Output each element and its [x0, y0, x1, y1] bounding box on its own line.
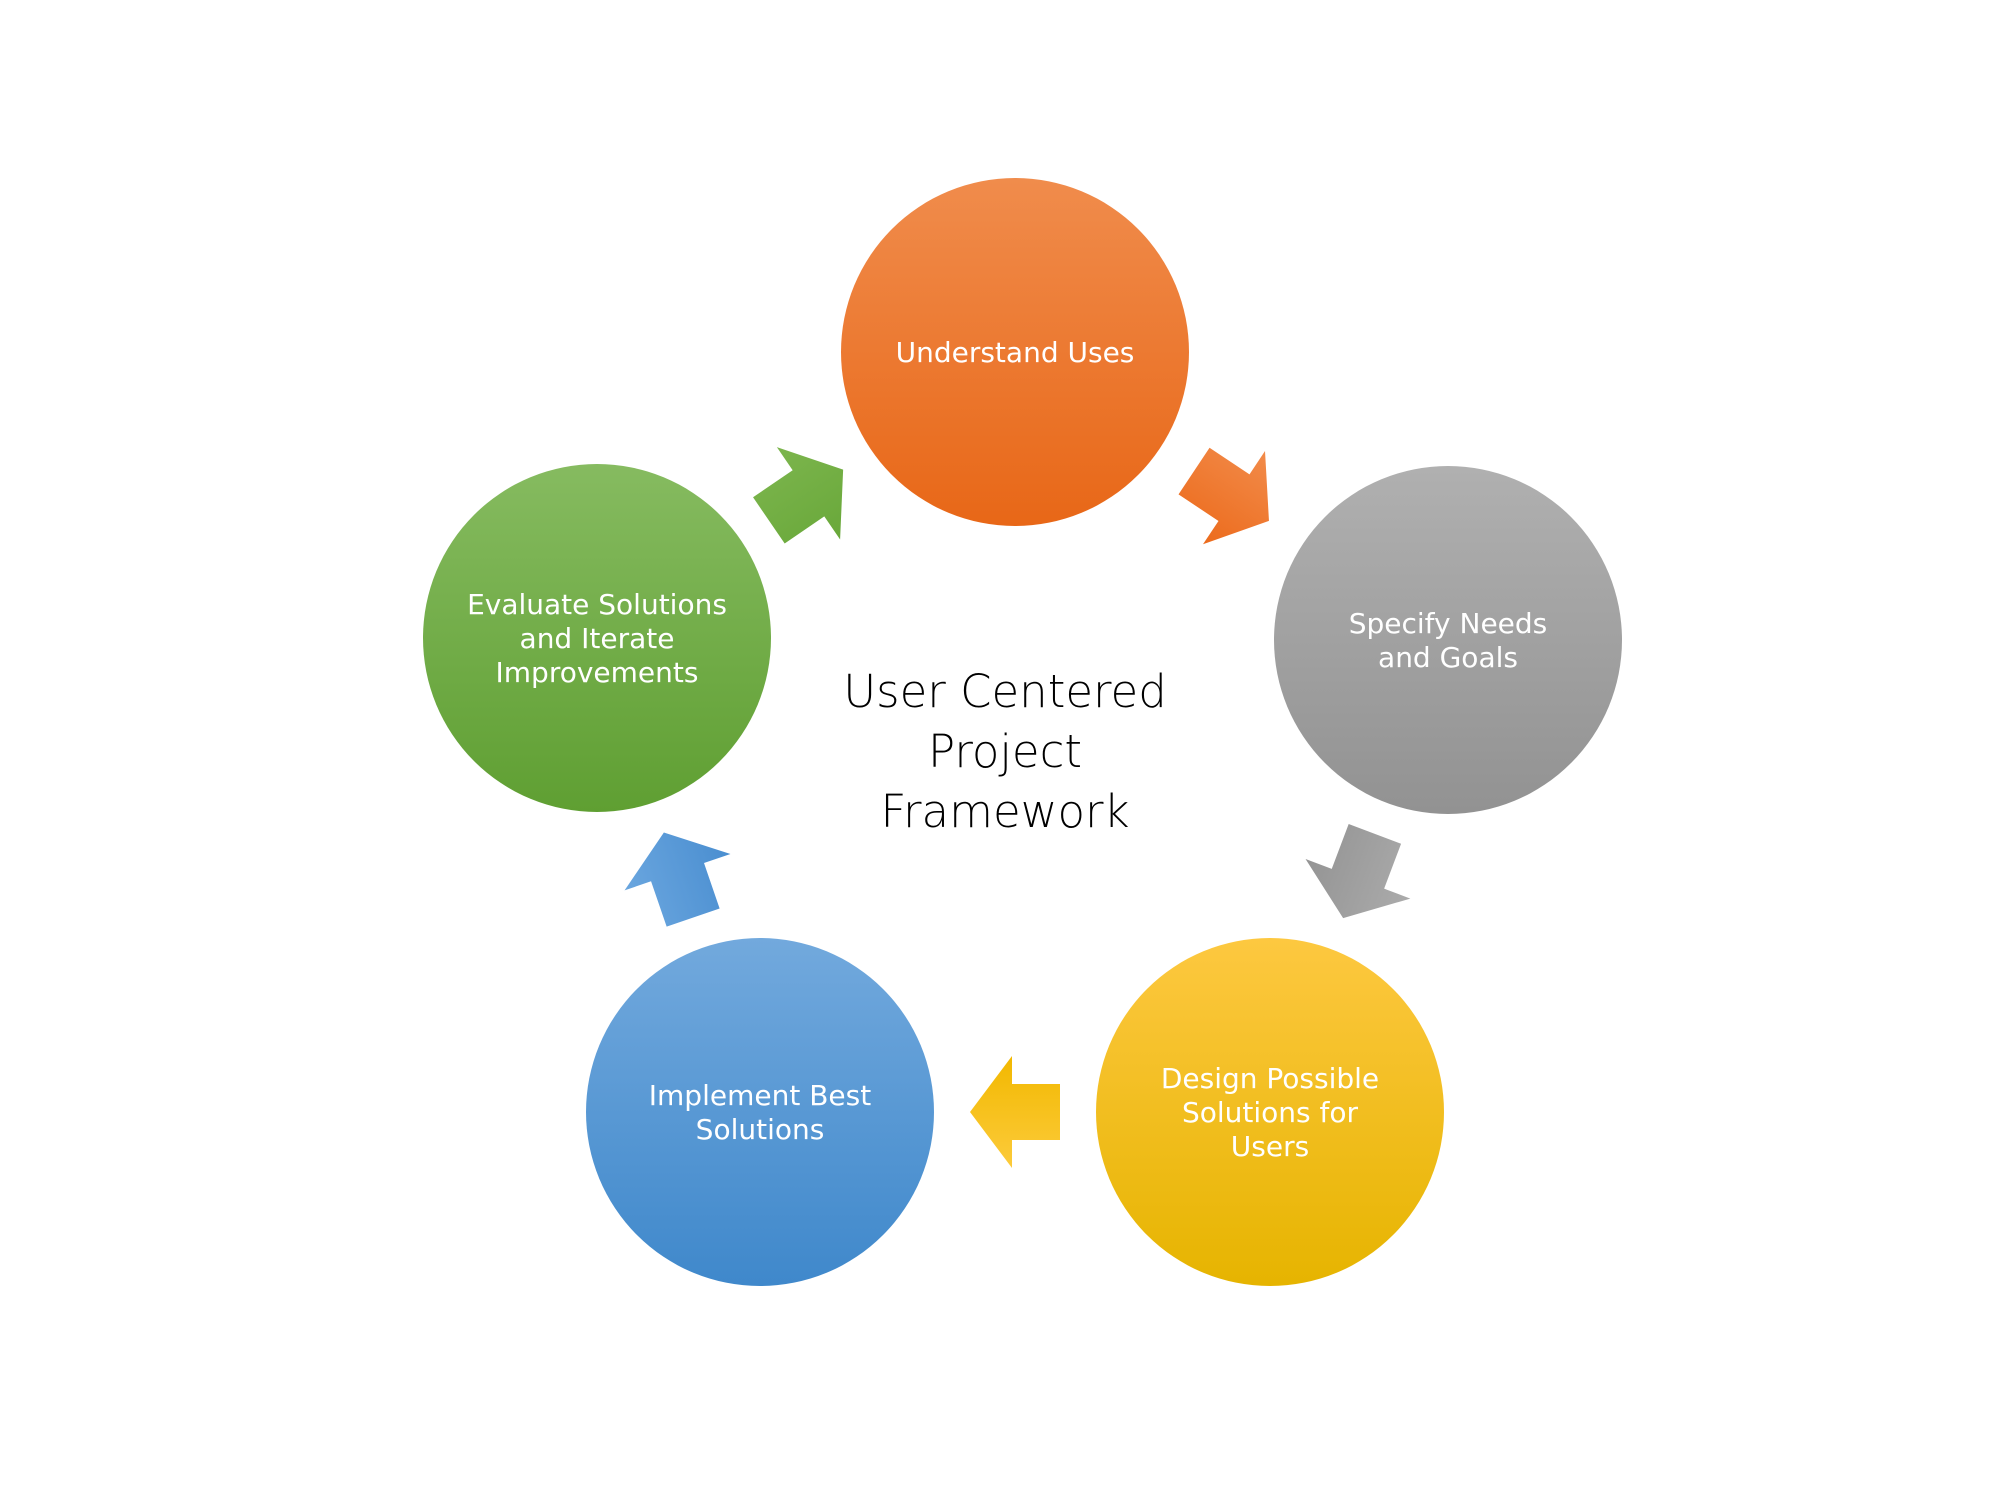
step-label: Solutions for — [1182, 1096, 1359, 1129]
flow-arrow-evaluate-to-understand — [753, 447, 844, 544]
step-label: and Goals — [1378, 641, 1518, 674]
title-line: Framework — [880, 785, 1130, 838]
flow-arrow-specify-to-design — [1305, 824, 1411, 919]
title-line: Project — [928, 725, 1082, 778]
step-label: Users — [1231, 1130, 1309, 1163]
step-label: Design Possible — [1161, 1062, 1379, 1095]
flow-arrow-implement-to-evaluate — [624, 832, 731, 927]
title-line: User Centered — [843, 665, 1167, 718]
step-label: Understand Uses — [896, 336, 1135, 369]
step-label: and Iterate — [520, 622, 675, 655]
step-circle — [586, 938, 934, 1286]
step-node-understand: Understand Uses — [841, 178, 1189, 526]
step-label: Evaluate Solutions — [467, 588, 727, 621]
step-label: Solutions — [696, 1113, 825, 1146]
step-label: Implement Best — [649, 1079, 871, 1112]
step-label: Specify Needs — [1349, 607, 1548, 640]
step-circle — [1274, 466, 1622, 814]
diagram-title: User Centered Project Framework — [780, 662, 1230, 842]
flow-arrow-design-to-implement — [970, 1056, 1060, 1168]
step-circle — [841, 178, 1189, 526]
step-circle — [423, 464, 771, 812]
step-label: Improvements — [496, 656, 699, 689]
step-circle — [1096, 938, 1444, 1286]
arrows-layer — [624, 447, 1411, 1168]
flow-arrow-understand-to-specify — [1178, 447, 1269, 545]
